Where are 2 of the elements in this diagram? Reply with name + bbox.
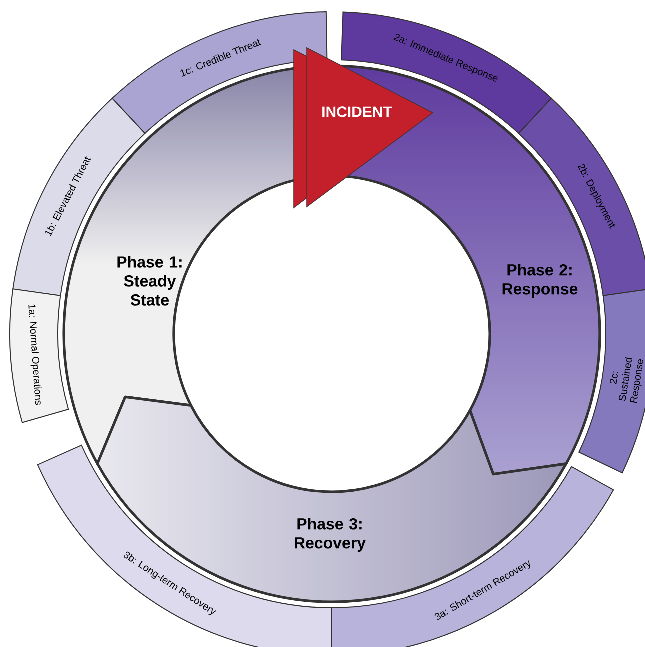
stage-segment: 2c: Sustained Response [578, 288, 645, 474]
stage-segment: 1a: Normal Operations [10, 288, 70, 424]
